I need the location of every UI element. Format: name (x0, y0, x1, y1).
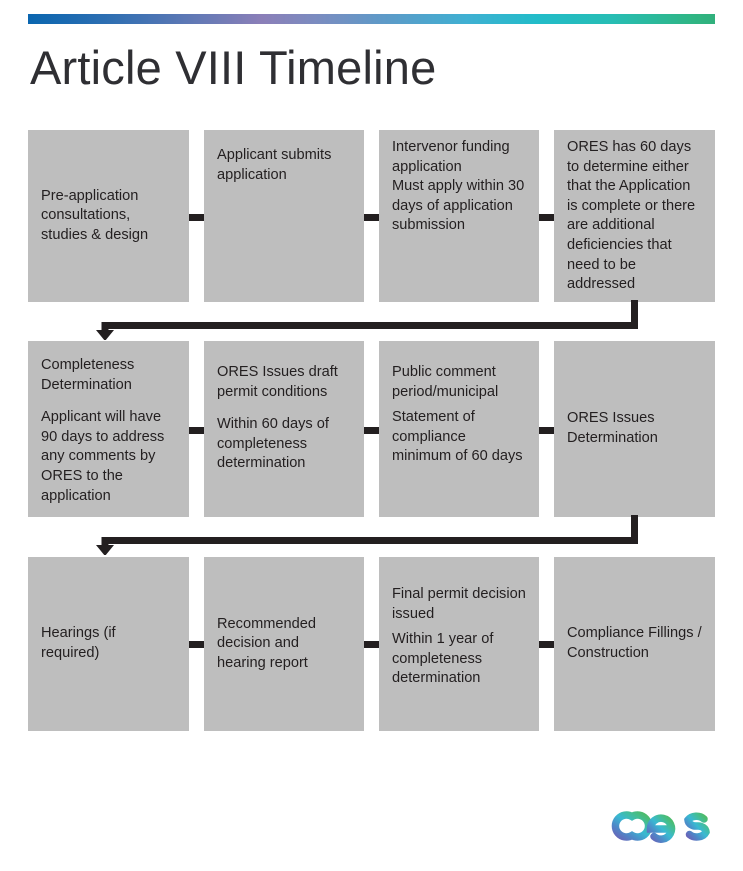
connector-dash (364, 214, 379, 221)
flow-node-final-permit-decision[interactable]: Final permit decision issued Within 1 ye… (379, 557, 539, 731)
flow-node-text: Within 60 days of completeness determina… (217, 416, 329, 472)
flow-node-hearings[interactable]: Hearings (if required) (28, 557, 189, 731)
flow-node-text: Statement of compliance minimum of 60 da… (392, 409, 523, 465)
flow-node-recommended-decision[interactable]: Recommended decision and hearing report (204, 557, 364, 731)
connector-dash (364, 641, 379, 648)
connector-dash (189, 641, 204, 648)
flow-node-ores-draft-permit-conditions[interactable]: ORES Issues draft permit conditions With… (204, 341, 364, 517)
flow-node-text: Completeness Determination (41, 357, 135, 393)
accent-gradient-bar (28, 14, 715, 24)
aes-logo: aes (609, 799, 710, 843)
page-title: Article VIII Timeline (30, 41, 437, 94)
connector-dash (539, 214, 554, 221)
flow-node-public-comment-period[interactable]: Public comment period/municipal Statemen… (379, 341, 539, 517)
flow-node-text: Public comment period/municipal (392, 364, 499, 400)
aes-logo-text: aes (609, 799, 622, 801)
flow-node-text: Hearings (if required) (41, 625, 116, 661)
wrap-connector-row1-to-row2 (96, 300, 638, 340)
connector-dash (539, 427, 554, 434)
connector-dash (189, 214, 204, 221)
flow-node-ores-60-days[interactable]: ORES has 60 days to determine either tha… (554, 130, 715, 302)
flow-node-pre-application[interactable]: Pre-application consultations, studies &… (28, 130, 189, 302)
flow-node-text: ORES Issues Determination (567, 410, 658, 446)
connector-dash (364, 427, 379, 434)
flow-node-text: Applicant will have 90 days to address a… (41, 409, 165, 504)
flow-node-text: Final permit decision issued (392, 586, 526, 622)
flow-node-text: Pre-application consultations, studies &… (41, 187, 149, 243)
flow-node-applicant-submits[interactable]: Applicant submits application (204, 130, 364, 302)
flow-node-text: ORES Issues draft permit conditions (217, 364, 338, 400)
flow-node-text: Must apply within 30 days of application… (392, 178, 525, 234)
flow-node-text: Within 1 year of completeness determinat… (392, 631, 494, 687)
connector-dash (189, 427, 204, 434)
flow-row-3: Hearings (if required) Recommended decis… (0, 557, 743, 731)
flow-row-2: Completeness Determination Applicant wil… (0, 341, 743, 517)
wrap-connector-row2-to-row3 (96, 515, 638, 555)
flow-row-1: Pre-application consultations, studies &… (0, 130, 743, 302)
flow-node-intervenor-funding[interactable]: Intervenor funding application Must appl… (379, 130, 539, 302)
flow-node-text: Intervenor funding application (392, 139, 510, 175)
flow-node-completeness-determination[interactable]: Completeness Determination Applicant wil… (28, 341, 189, 517)
flow-node-text: ORES has 60 days to determine either tha… (567, 139, 696, 293)
flow-node-text: Recommended decision and hearing report (217, 615, 316, 671)
flow-node-text: Compliance Fillings / Construction (567, 625, 702, 661)
flow-node-ores-issues-determination[interactable]: ORES Issues Determination (554, 341, 715, 517)
connector-dash (539, 641, 554, 648)
flow-node-text: Applicant submits application (217, 147, 332, 183)
flow-node-compliance-fillings[interactable]: Compliance Fillings / Construction (554, 557, 715, 731)
